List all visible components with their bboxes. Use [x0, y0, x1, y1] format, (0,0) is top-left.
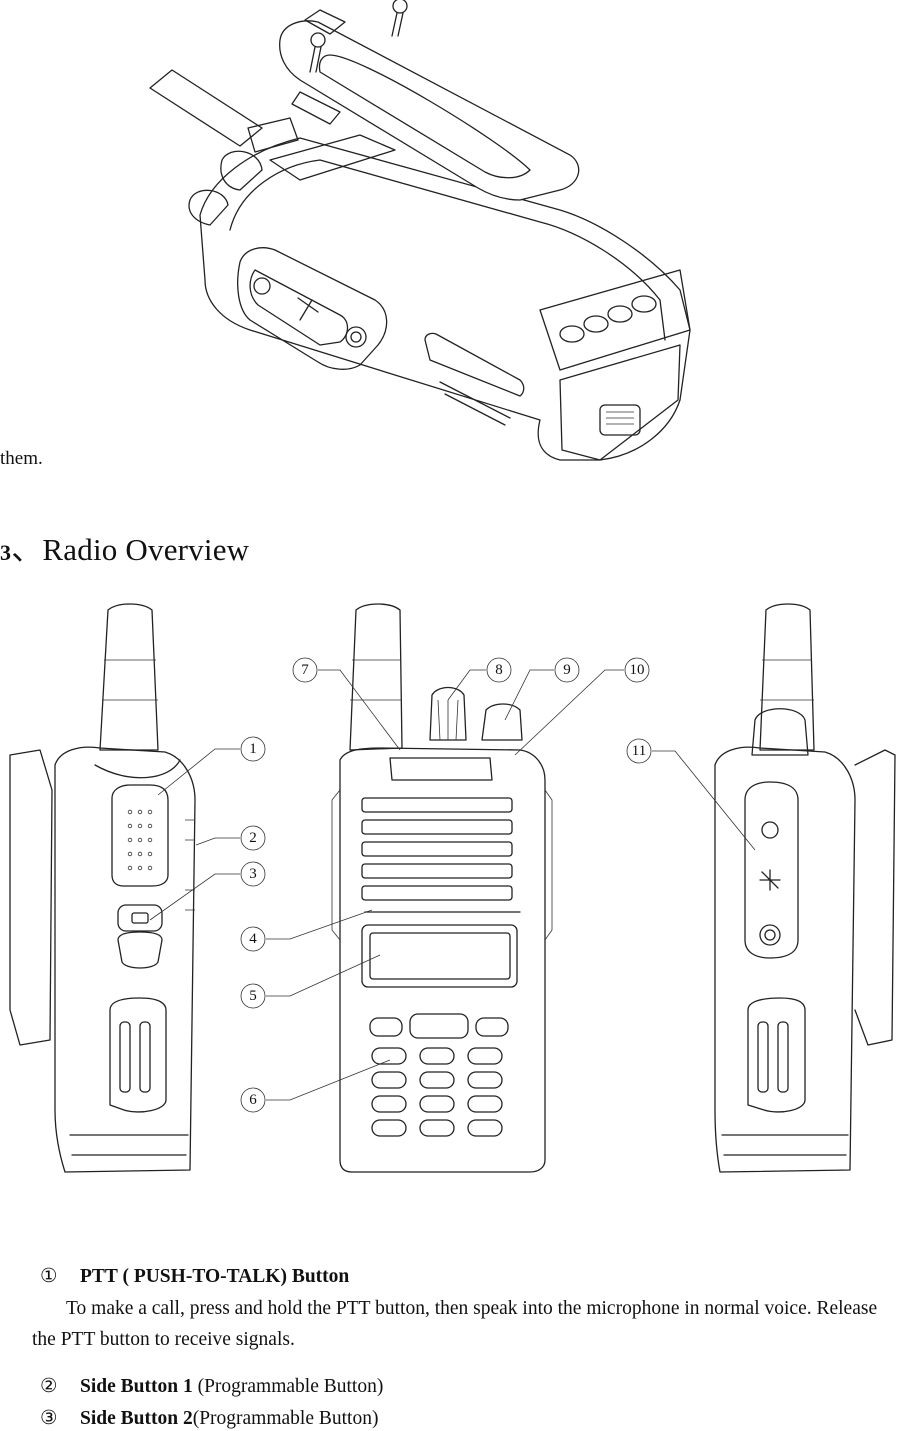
section-heading: 3、Radio Overview: [0, 524, 249, 569]
callout-2: 2: [249, 830, 257, 846]
callout-10: 10: [630, 662, 645, 678]
callout-1: 1: [249, 741, 257, 757]
item-ptt-mark: ①: [40, 1266, 58, 1287]
ptt-description: To make a call, press and hold the PTT b…: [32, 1293, 882, 1355]
callout-9: 9: [563, 662, 571, 678]
item-side-button-2: ③ Side Button 2(Programmable Button): [40, 1407, 378, 1431]
callout-7: 7: [301, 662, 309, 678]
item-ptt: ① PTT ( PUSH-TO-TALK) Button: [40, 1265, 349, 1289]
radio-right-side-view: [714, 603, 896, 1173]
keypad: [371, 1047, 503, 1137]
callout-5: 5: [249, 988, 257, 1004]
speaker-grille: [361, 797, 513, 901]
callout-8: 8: [495, 662, 503, 678]
item-side-button-1-name: Side Button 1: [80, 1376, 193, 1397]
section-separator: 、: [11, 532, 43, 567]
item-side-button-2-mark: ③: [40, 1408, 58, 1429]
callout-6: 6: [249, 1092, 257, 1108]
callout-11: 11: [632, 743, 646, 759]
radio-overview-diagram: 1 2 3 4 5 6 7 8 9 10 11: [9, 603, 896, 1173]
section-number: 3: [0, 540, 12, 565]
item-ptt-name: PTT ( PUSH-TO-TALK) Button: [80, 1266, 350, 1287]
item-side-button-1: ② Side Button 1 (Programmable Button): [40, 1375, 383, 1399]
radio-left-side-view: [9, 603, 196, 1173]
section-title: Radio Overview: [42, 532, 250, 567]
item-side-button-1-note: (Programmable Button): [192, 1376, 384, 1397]
item-side-button-2-name: Side Button 2: [80, 1408, 193, 1429]
callout-leaders: [149, 669, 756, 1101]
callout-markers: [240, 657, 652, 1113]
item-side-button-2-note: (Programmable Button): [192, 1408, 379, 1429]
top-keys: [369, 1013, 509, 1039]
callout-4: 4: [249, 931, 257, 947]
callout-3: 3: [249, 866, 257, 882]
item-side-button-1-mark: ②: [40, 1376, 58, 1397]
radio-front-view: [331, 603, 553, 1173]
ptt-description-text: To make a call, press and hold the PTT b…: [32, 1298, 878, 1350]
intro-tail-text: them.: [0, 448, 43, 469]
belt-clip-figure: [149, 0, 691, 461]
